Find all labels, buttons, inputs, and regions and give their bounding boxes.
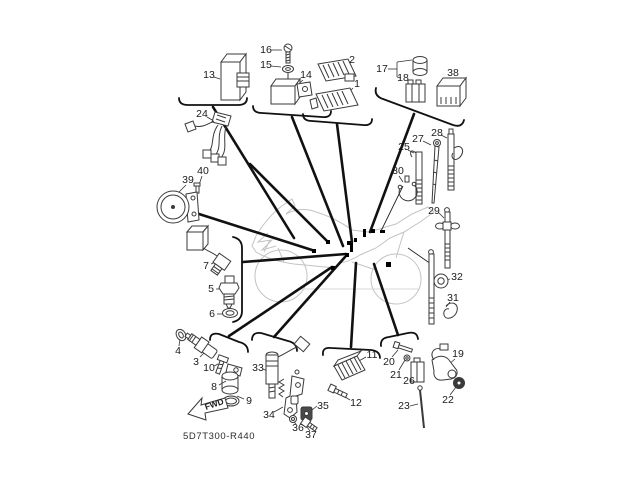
part-callout-39: 39 — [182, 174, 194, 186]
part-22-grommet — [453, 377, 465, 389]
leader-lines-thin — [380, 185, 432, 265]
part-callout-6: 6 — [209, 308, 215, 320]
part-5-sensor — [218, 275, 240, 309]
part-7-sensor — [185, 224, 232, 276]
part-callout-29: 29 — [428, 205, 440, 217]
part-callout-1: 1 — [354, 78, 360, 90]
part-38-relay — [436, 76, 467, 108]
part-callout-25: 25 — [398, 141, 410, 153]
part-26-bracket — [410, 357, 425, 383]
part-23-rod — [417, 385, 425, 429]
part-2-unit — [317, 58, 357, 82]
part-31-tie — [443, 302, 458, 319]
part-callout-5: 5 — [208, 283, 214, 295]
part-callout-7: 7 — [203, 260, 209, 272]
part-27-cable-tie — [431, 139, 441, 204]
part-callout-38: 38 — [447, 67, 459, 79]
part-callout-14: 14 — [300, 69, 312, 81]
part-callout-34: 34 — [263, 409, 275, 421]
part-callout-4: 4 — [175, 345, 181, 357]
part-6-washer — [222, 308, 238, 318]
part-callout-35: 35 — [317, 400, 329, 412]
part-36-nut — [289, 415, 297, 423]
part-4-ring — [175, 328, 187, 342]
leader-lines-thick — [197, 105, 416, 349]
part-callout-18: 18 — [397, 72, 409, 84]
part-callout-36: 36 — [292, 422, 304, 434]
part-callout-20: 20 — [383, 356, 395, 368]
part-callout-28: 28 — [431, 127, 443, 139]
part-1-unit — [309, 87, 359, 112]
part-callout-24: 24 — [196, 108, 208, 120]
part-callout-11: 11 — [366, 349, 378, 361]
part-11-rectifier — [332, 349, 366, 381]
part-33-ignition-coil — [265, 335, 311, 399]
part-14-relay-assy — [270, 77, 313, 106]
part-callout-30: 30 — [392, 165, 404, 177]
part-20-bolt — [392, 340, 414, 353]
part-17-cap — [412, 56, 428, 76]
attachment-points — [312, 229, 391, 270]
part-callout-26: 26 — [403, 375, 415, 387]
part-16-screw — [283, 43, 293, 64]
part-3-spark-plug — [184, 332, 218, 359]
part-callout-17: 17 — [376, 63, 388, 75]
part-callout-40: 40 — [197, 165, 209, 177]
part-callout-33: 33 — [252, 362, 264, 374]
part-39-horn — [156, 190, 200, 224]
part-callout-2: 2 — [349, 54, 355, 66]
part-callout-19: 19 — [452, 348, 464, 360]
part-29-band — [435, 207, 460, 269]
part-callout-37: 37 — [305, 429, 317, 441]
part-18-relay — [405, 79, 426, 103]
part-34-bracket — [278, 369, 305, 419]
part-callout-8: 8 — [211, 381, 217, 393]
diagram-code: 5D7T300-R440 — [183, 431, 256, 442]
part-callout-9: 9 — [246, 395, 252, 407]
part-callout-32: 32 — [451, 271, 463, 283]
part-32-band — [428, 249, 449, 325]
part-callout-27: 27 — [412, 133, 424, 145]
part-callout-23: 23 — [398, 400, 410, 412]
part-13-relay — [220, 52, 250, 102]
part-callout-21: 21 — [390, 369, 402, 381]
part-12-bolt — [327, 383, 348, 399]
part-callout-10: 10 — [203, 362, 215, 374]
part-callout-31: 31 — [447, 292, 459, 304]
part-callout-16: 16 — [260, 44, 272, 56]
part-19-switch — [431, 343, 458, 381]
part-callout-22: 22 — [442, 394, 454, 406]
part-30-clamp — [397, 175, 418, 202]
part-15-washer — [282, 65, 294, 80]
group-brackets — [178, 87, 465, 359]
part-28-band — [447, 128, 464, 191]
part-25-band — [410, 150, 423, 205]
part-callout-15: 15 — [260, 59, 272, 71]
part-callout-13: 13 — [203, 69, 215, 81]
part-callout-12: 12 — [350, 397, 362, 409]
part-37-bolt — [299, 416, 318, 432]
part-8-sensor — [221, 363, 243, 395]
part-24-harness — [184, 111, 232, 166]
part-10-bolt — [215, 354, 230, 375]
part-21-washer — [403, 354, 411, 362]
fwd-arrow: FWD — [187, 396, 229, 421]
part-callout-3: 3 — [193, 356, 199, 368]
